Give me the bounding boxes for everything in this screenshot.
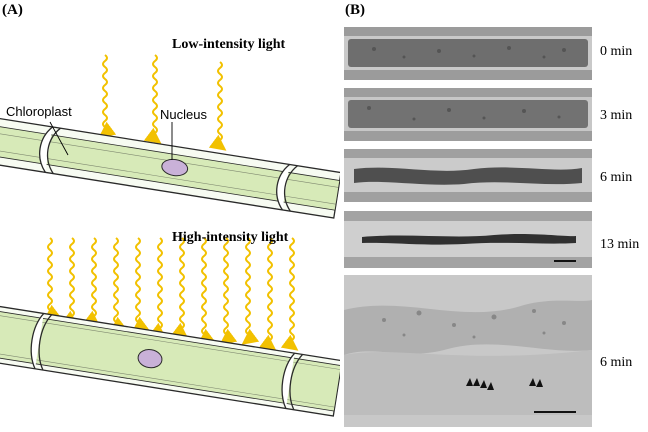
- micrograph-1: [344, 88, 592, 141]
- cross-wall-left-high: [30, 313, 45, 370]
- chloroplast-label: Chloroplast: [6, 104, 72, 119]
- micrograph-time-0: 0 min: [600, 44, 633, 59]
- cross-wall-left-low: [39, 126, 53, 173]
- micrograph-3: [344, 211, 592, 268]
- light-arrow-high-3: [109, 237, 128, 333]
- light-arrow-high-2: [82, 237, 101, 327]
- micrograph-0: [344, 27, 592, 80]
- micrograph-2: [344, 149, 592, 202]
- chloroplast-texture: [372, 46, 566, 59]
- light-arrow-high-8: [219, 237, 238, 345]
- filament-low-intensity: [0, 115, 340, 219]
- filament-high-intensity: [0, 303, 340, 417]
- arrowheads: [466, 378, 543, 390]
- light-arrow-low-0: [98, 54, 117, 138]
- light-arrow-high-11: [280, 237, 299, 351]
- light-arrow-low-2: [208, 61, 227, 151]
- panel-a-label: (A): [2, 2, 23, 18]
- light-arrow-high-5: [148, 237, 167, 339]
- cross-wall-right-high: [281, 352, 296, 409]
- light-arrow-high-1: [60, 237, 79, 327]
- low-intensity-title: Low-intensity light: [172, 37, 286, 52]
- light-arrow-high-6: [170, 237, 189, 339]
- light-arrow-high-7: [197, 237, 216, 345]
- nucleus-label: Nucleus: [160, 107, 207, 122]
- chloroplast-callout-line: [49, 121, 69, 156]
- panel-b-label: (B): [345, 2, 365, 18]
- light-arrow-high-9: [241, 237, 260, 345]
- high-intensity-title: High-intensity light: [172, 230, 289, 245]
- light-arrow-low-1: [143, 54, 162, 144]
- micrograph-time-2: 6 min: [600, 170, 633, 185]
- light-response-diagram: [0, 54, 340, 417]
- nucleus-low: [161, 158, 189, 177]
- light-arrow-high-0: [43, 237, 62, 321]
- micrograph-time-1: 3 min: [600, 108, 633, 123]
- high-intensity-light-arrows: [43, 237, 299, 351]
- low-intensity-light-arrows: [98, 54, 227, 151]
- cross-wall-right-low: [276, 163, 291, 211]
- light-arrow-high-10: [258, 237, 277, 351]
- micrograph-time-4: 6 min: [600, 355, 633, 370]
- micrograph-time-3: 13 min: [600, 237, 640, 252]
- micrograph-4-closeup: [344, 275, 592, 427]
- nucleus-high: [137, 349, 163, 369]
- chloroplast-low: [0, 123, 340, 211]
- light-arrow-high-4: [131, 237, 150, 333]
